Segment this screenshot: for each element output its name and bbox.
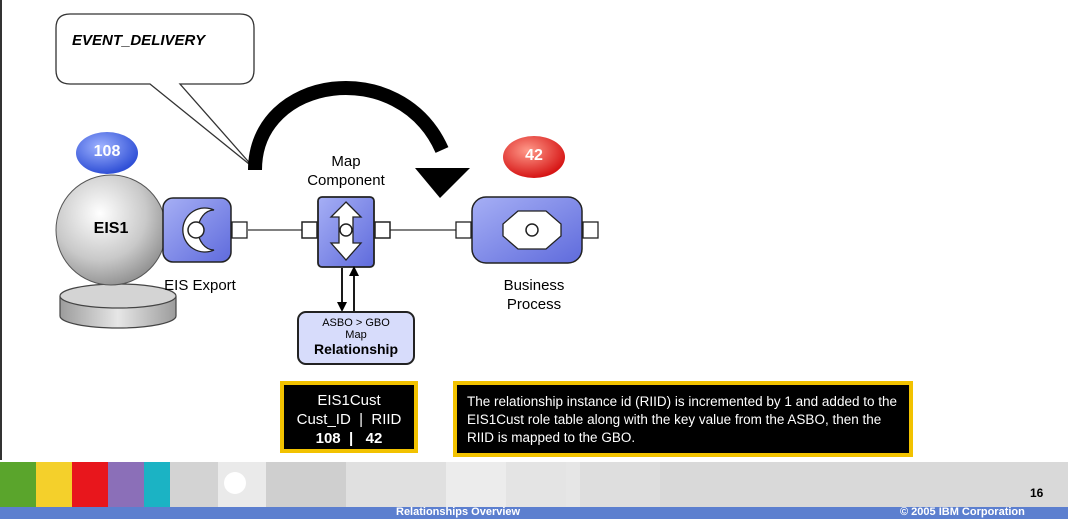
badge-42-label: 42 [525,147,543,164]
page-number: 16 [1030,486,1044,500]
footer-tile-yellow [36,462,72,507]
database-icon [55,174,177,329]
business-process-label: Business Process [484,276,584,314]
left-border-line [0,0,2,460]
footer-tile-grey1 [506,462,566,507]
process-label-line1: Business [503,277,565,294]
footer-tile-teal [144,462,170,507]
role-table-title: EIS1Cust [317,392,381,409]
business-process-icon [455,196,599,264]
badge-108 [76,132,138,174]
footer-tile-red [72,462,108,507]
footer-tile-purple [108,462,144,507]
role-table: EIS1Cust Cust_ID | RIID 108 | 42 [280,381,418,453]
process-label-line2: Process [506,296,562,313]
footer-tile-photo5 [446,462,506,507]
relationship-arrows [337,266,359,312]
footer-bar [0,507,1068,519]
role-table-header: Cust_ID | RIID [296,411,402,428]
flow-arrow [248,81,470,198]
callout-bubble [55,13,255,169]
footer-copyright: © 2005 IBM Corporation [900,506,1025,518]
footer-tile-photo3 [266,462,346,507]
callout-text: EVENT_DELIVERY [72,32,206,49]
eis-export-label: EIS Export [164,277,236,294]
map-component-label: Map Component [296,152,396,190]
relationship-line2: Map [345,329,367,341]
relationship-label: ASBO > GBO Map Relationship [298,317,414,358]
diagram-canvas [55,13,599,365]
eis1-label: EIS1 [93,220,129,237]
footer-tile-photo4 [346,462,446,507]
footer-tile-green [0,462,36,507]
eis-export-icon [162,197,248,263]
relationship-box [297,311,415,365]
badge-108-label: 108 [93,143,121,160]
map-label-line1: Map [331,153,361,170]
footer-tile-photo1 [170,462,218,507]
relationship-line3: Relationship [313,341,398,357]
footer-tile-grey3 [660,462,1068,507]
badge-42 [503,136,565,178]
footer-tile-photo2 [218,462,266,507]
map-label-line2: Component [307,172,385,189]
note-text: The relationship instance id (RIID) is i… [467,394,897,445]
relationship-line1: ASBO > GBO [322,317,390,329]
map-component-icon [301,196,391,268]
note-box: The relationship instance id (RIID) is i… [453,381,913,457]
footer-tile-grey2 [580,462,660,507]
footer-title: Relationships Overview [396,506,521,518]
role-table-row: 108 | 42 [315,430,383,447]
